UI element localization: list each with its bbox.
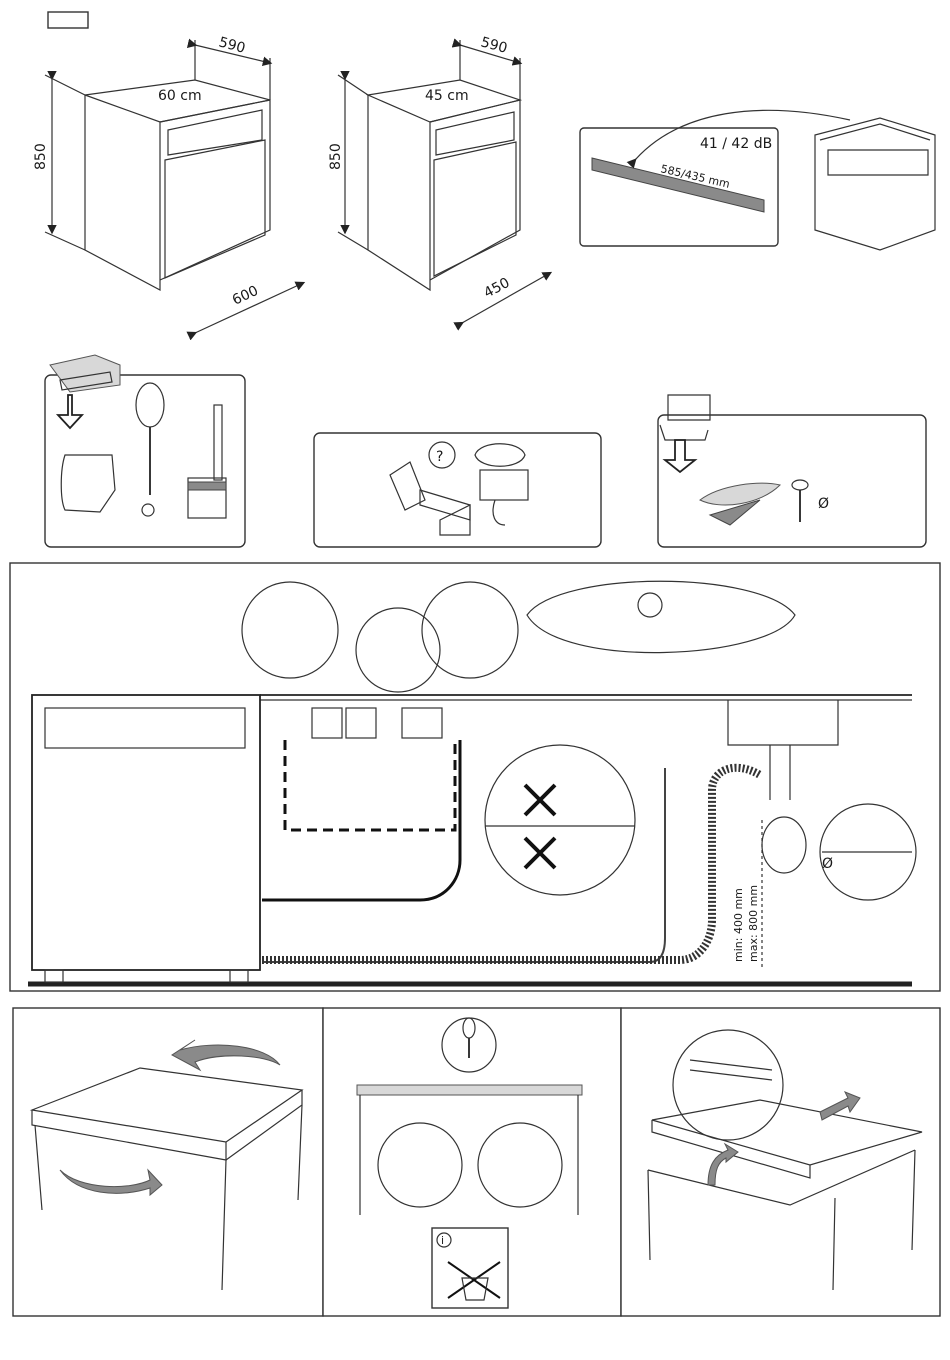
dishwasher-60cm-drawing <box>45 40 303 333</box>
parts-panel <box>658 395 926 547</box>
notice-symbol: i <box>441 1234 444 1247</box>
noise-level-label: 41 / 42 dB <box>700 136 772 152</box>
tools-panel <box>45 355 245 547</box>
top-removal-panel <box>13 1008 323 1316</box>
slim-height-label: 850 <box>328 143 344 170</box>
slim-depth-label: 590 <box>479 34 509 56</box>
wide-size-label: 60 cm <box>158 88 202 104</box>
info-panel <box>314 433 601 547</box>
info-question-mark: ? <box>436 449 443 465</box>
dishwasher-45cm-drawing <box>338 40 550 323</box>
slim-size-label: 45 cm <box>425 88 469 104</box>
siphon-diameter-symbol: Ø <box>822 856 833 872</box>
wide-depth-label: 590 <box>217 34 247 56</box>
drain-min-height: min: 400 mm <box>732 888 745 962</box>
screw-diameter-symbol: Ø <box>818 496 829 512</box>
drain-max-height: max: 800 mm <box>747 885 760 962</box>
screw-removal-panel <box>323 1008 621 1316</box>
wide-height-label: 850 <box>33 143 49 170</box>
top-slide-panel <box>621 1008 940 1316</box>
connections-panel <box>10 563 940 991</box>
page-marker-box <box>48 12 88 28</box>
noise-strip-panel <box>580 110 935 250</box>
